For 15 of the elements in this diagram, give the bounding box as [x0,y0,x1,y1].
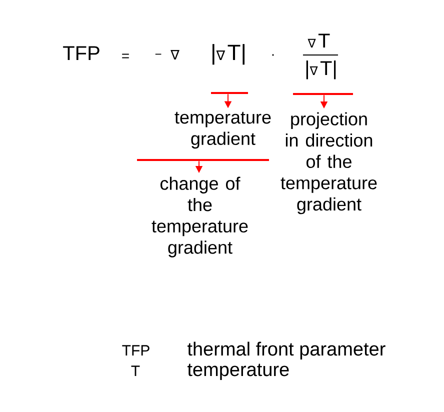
definition: temperature [187,364,289,380]
minus-sign: − [155,54,162,55]
nabla-symbol: ∇ [170,50,180,60]
equals-sign: = [122,54,129,58]
definition: thermal front parameter [187,342,386,360]
annotation: projection in direction of the temperature gradient [280,112,377,214]
formula-term: |∇T| [306,60,336,80]
dot-operator: · [272,54,274,56]
symbol-name: TFP [122,345,150,356]
formula-term: ∇T [308,34,330,48]
formula-term: |∇T| [212,44,244,65]
formula-term: TFP [63,46,100,60]
symbol-name: T [131,366,140,376]
annotation: temperature gradient [174,112,271,149]
annotation: change of the temperature gradient [152,176,248,258]
